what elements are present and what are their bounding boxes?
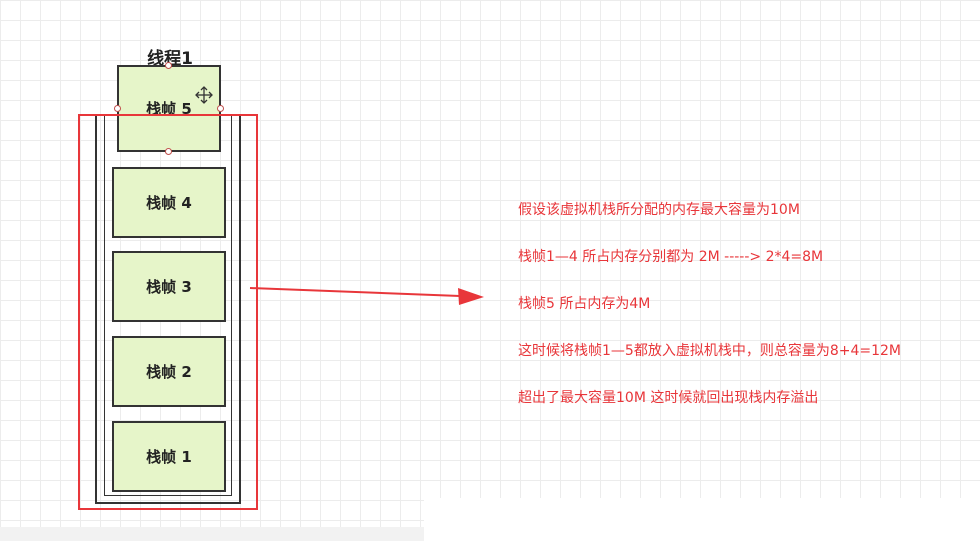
stack-frame-4[interactable]: 栈帧 4: [112, 167, 226, 238]
arrow-right-icon: [249, 287, 484, 305]
stack-inner-wall: [104, 116, 232, 496]
notes-panel: 假设该虚拟机栈所分配的内存最大容量为10M 栈帧1—4 所占内存分别都为 2M …: [518, 200, 968, 435]
move-icon[interactable]: [194, 85, 214, 105]
resize-handle-top[interactable]: [165, 62, 172, 69]
highlight-box: [78, 114, 258, 510]
note-line-3: 栈帧5 所占内存为4M: [518, 296, 651, 312]
note-line-5: 超出了最大容量10M 这时候就回出现栈内存溢出: [518, 390, 819, 406]
resize-handle-left[interactable]: [114, 105, 121, 112]
stack-frame-3[interactable]: 栈帧 3: [112, 251, 226, 322]
stack-frame-2[interactable]: 栈帧 2: [112, 336, 226, 407]
stack-frame-1[interactable]: 栈帧 1: [112, 421, 226, 492]
resize-handle-bottom[interactable]: [165, 148, 172, 155]
note-line-2: 栈帧1—4 所占内存分别都为 2M -----> 2*4=8M: [518, 249, 824, 265]
stack-outer-wall: [95, 116, 241, 504]
thread-title: 线程1: [147, 49, 193, 69]
resize-handle-right[interactable]: [217, 105, 224, 112]
canvas-bottom-area: [424, 498, 980, 541]
note-line-1: 假设该虚拟机栈所分配的内存最大容量为10M: [518, 202, 800, 218]
note-line-4: 这时候将栈帧1—5都放入虚拟机栈中，则总容量为8+4=12M: [518, 343, 901, 359]
